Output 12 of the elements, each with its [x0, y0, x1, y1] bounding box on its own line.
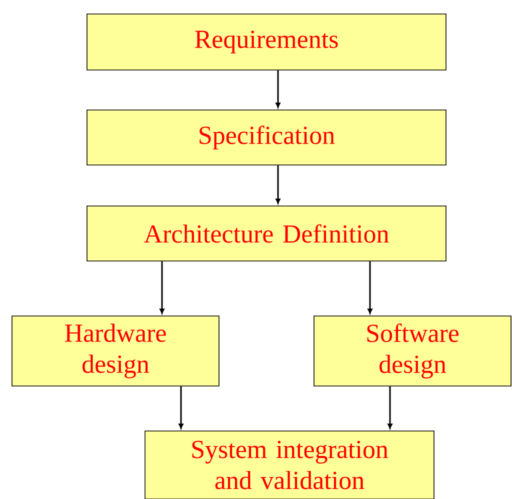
arrow — [178, 386, 184, 429]
process-box: Requirements — [86, 14, 446, 70]
process-box: Specification — [86, 110, 446, 166]
process-box: Hardware design — [12, 316, 220, 386]
arrow — [276, 70, 280, 108]
arrow — [276, 165, 280, 204]
arrow — [368, 261, 372, 314]
arrow — [160, 261, 164, 314]
process-box: Architecture Definition — [86, 206, 446, 262]
arrow — [388, 386, 392, 429]
process-box: Software design — [314, 316, 512, 386]
process-box: System integration and validation — [144, 430, 434, 499]
